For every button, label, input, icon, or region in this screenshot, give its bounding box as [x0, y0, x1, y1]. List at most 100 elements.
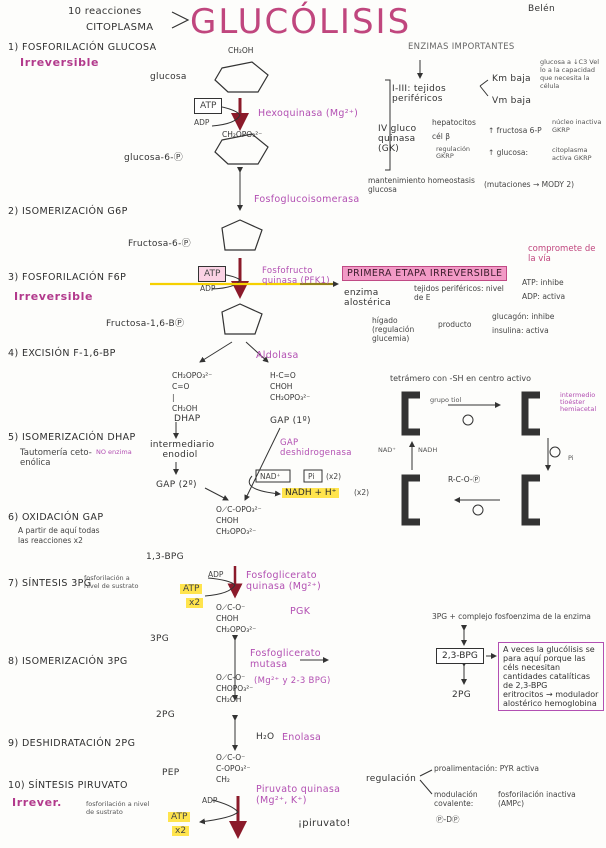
km-baja: Km baja [492, 74, 531, 84]
mech-acyl: R-C-O-Ⓟ [448, 475, 481, 484]
step-7-enzyme: Fosfoglicerato quinasa (Mg²⁺) [246, 570, 321, 592]
step-1-product: glucosa-6-Ⓟ [124, 153, 184, 163]
i-iii-tejidos: I-III: tejidos periféricos [392, 84, 446, 104]
step-6-x2a: (x2) [326, 472, 342, 481]
insulina-note: insulina: activa [492, 326, 549, 335]
two-pg-side: 2PG [452, 690, 472, 700]
step-4-right-product: GAP (1º) [270, 416, 311, 426]
atp-inhibe: ATP: inhibe [522, 278, 564, 287]
compromete-note: compromete de la vía [528, 244, 596, 264]
step-7-label: 7) SÍNTESIS 3PG [8, 578, 92, 589]
fructosa-6p-note: ↑ fructosa 6-P [488, 126, 542, 135]
step-4-label: 4) EXCISIÓN F-1,6-BP [8, 348, 116, 359]
step-9-enzyme: Enolasa [282, 732, 322, 743]
step-10-note: fosforilación a nivel de sustrato [86, 800, 150, 816]
3pg-complejo: 3PG + complejo fosfoenzima de la enzima [432, 612, 591, 621]
adp-activa: ADP: activa [522, 292, 566, 301]
step-8-product: 2PG [156, 710, 176, 720]
avece-note: A veces la glucólisis se para aquí porqu… [503, 645, 595, 690]
step-6-note: A partir de aquí todas las reacciones x2 [18, 526, 100, 545]
step-3-atp: ATP [198, 266, 227, 282]
step-2-label: 2) ISOMERIZACIÓN G6P [8, 206, 128, 217]
avece-note-box: A veces la glucólisis se para aquí porqu… [498, 642, 604, 711]
author-name: Belén [528, 4, 555, 14]
step-6-pi: Pi [308, 472, 315, 481]
step-3-label: 3) FOSFORILACIÓN F6P [8, 272, 127, 283]
pep-structure: O⟋C-O⁻C-OPO₃²⁻CH₂ [216, 753, 251, 784]
km-note: glucosa a ↓C3 Vel lo a la capacidad que … [540, 58, 600, 90]
mantenimiento-note: mantenimiento homeostasis glucosa [368, 176, 475, 194]
cel-beta: cél β [432, 132, 450, 141]
step-1-adp: ADP [194, 118, 210, 127]
eritrocitos-note: eritrocitos → modulador alostérico hemog… [503, 690, 599, 708]
mech-pi: Pi [568, 454, 574, 462]
step-10-atp: ATP [168, 812, 191, 822]
regulacion-note: regulación [366, 774, 417, 784]
higado-note: hígado (regulación glucemia) [372, 316, 415, 343]
step-9-label: 9) DESHIDRATACIÓN 2PG [8, 738, 136, 749]
hepatocitos: hepatocitos [432, 118, 476, 127]
step-2-enzyme: Fosfoglucoisomerasa [254, 194, 360, 205]
step-6-enzyme: GAP deshidrogenasa [280, 438, 352, 458]
step-6-nadh: NADH + H⁺ [282, 488, 340, 498]
step-3-adp: ADP [200, 284, 216, 293]
step-3-enzyme: Fosfofructo quinasa (PFK1) [262, 266, 330, 286]
step-5-note: Tautomería ceto-enólica [20, 448, 92, 468]
step-6-product: 1,3-BPG [146, 552, 184, 562]
mech-nad: NAD⁺ [378, 446, 396, 454]
step-6-label: 6) OXIDACIÓN GAP [8, 512, 104, 523]
producto-note: producto [438, 320, 472, 329]
tetramero-note: tetrámero con -SH en centro activo [390, 374, 531, 383]
step-10-tag: Irrever. [12, 796, 62, 809]
step-7-note: fosforilación a nivel de sustrato [84, 574, 139, 590]
step-4-enzyme: Aldolasa [256, 350, 299, 361]
nucleo-note: núcleo inactiva GKRP [552, 118, 602, 134]
step-5-no-enzyme: NO enzima [96, 448, 132, 456]
intermedio-note: intermedio tioéster hemiacetal [560, 391, 597, 413]
dhap-structure: CH₂OPO₃²⁻C=O|CH₂OH [172, 371, 213, 413]
step-3-product: Fructosa-1,6-BⓅ [106, 319, 185, 329]
step-1-tag: Irreversible [20, 56, 100, 69]
bpg-box: 2,3-BPG [436, 648, 484, 664]
regulacion-gkrp: regulación GKRP [436, 145, 471, 160]
step-8-enzyme: Fosfoglicerato mutasa [250, 648, 321, 670]
intro-citoplasma: CITOPLASMA [86, 22, 154, 33]
step-7-product: 3PG [150, 634, 170, 644]
step-1-enzyme: Hexoquinasa (Mg²⁺) [258, 108, 359, 119]
step-6-x2b: (x2) [354, 488, 370, 497]
step-10-product: ¡piruvato! [298, 818, 351, 829]
f16bp-ring [221, 303, 263, 335]
step-1-atp: ATP [194, 98, 223, 114]
step-6-nad: NAD⁺ [260, 472, 281, 481]
glucose-ring [214, 61, 269, 93]
step-10-adp: ADP [202, 796, 218, 805]
primera-etapa-box: PRIMERA ETAPA IRREVERSIBLE [342, 266, 508, 281]
step-8-cofactor: (Mg²⁺ y 2-3 BPG) [254, 676, 331, 686]
step-5-intermediate: intermediario enodiol [150, 440, 215, 460]
ch2opo3-label: CH₂OPO₃²⁻ [222, 130, 263, 139]
step-9-water: H₂O [256, 732, 275, 742]
mech-nadh: NADH [418, 446, 438, 454]
ch2oh-label: CH₂OH [228, 46, 254, 55]
step-4-left-product: DHAP [174, 414, 201, 424]
step-3-tag: Irreversible [14, 290, 94, 303]
step-10-label: 10) SÍNTESIS PIRUVATO [8, 780, 128, 791]
intro-reacciones: 10 reacciones [68, 6, 142, 17]
2pg-structure: O⟋C-O⁻CHOPO₃²⁻CH₂OH [216, 673, 254, 704]
step-7-x2: x2 [186, 598, 204, 608]
step-9-product: PEP [162, 768, 180, 778]
step-5-label: 5) ISOMERIZACIÓN DHAP [8, 432, 136, 443]
modulacion-note: modulación covalente: [434, 790, 478, 808]
fosforilacion-note: fosforilación inactiva (AMPc) [498, 790, 576, 808]
glucagon-note: glucagón: inhibe [492, 312, 555, 321]
iv-glucoquinasa: IV gluco quinasa (GK) [378, 124, 417, 154]
step-7-atp: ATP [180, 584, 203, 594]
page-title: GLUCÓLISIS [190, 2, 412, 42]
tejidos-perifericos-pfk: tejidos periféricos: nivel de E [414, 284, 504, 302]
enzimas-title: ENZIMAS IMPORTANTES [408, 42, 515, 52]
vm-baja: Vm baja [492, 96, 532, 106]
